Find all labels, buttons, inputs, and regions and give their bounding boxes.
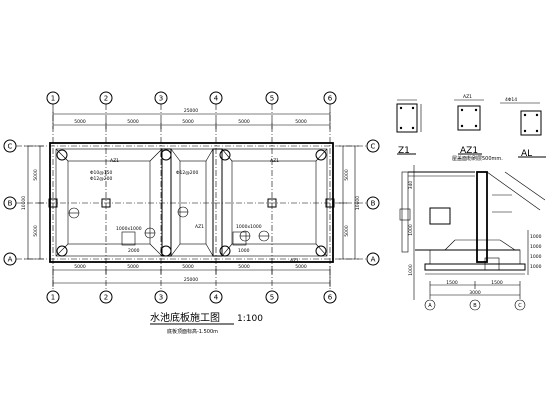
detail-right-dim-2: 1000 — [530, 244, 542, 250]
dimension-bottom: 5000 5000 5000 5000 5000 25000 — [52, 264, 331, 287]
grid-column-bubbles-bottom: 1 2 3 4 5 6 — [46, 290, 337, 304]
grid-label-c-right: C — [371, 143, 376, 151]
dim-span-top-2: 5000 — [127, 119, 139, 125]
detail-left-dim-2: 1000 — [408, 224, 414, 236]
dimension-sides: 5000 5000 10000 5000 5000 10000 — [21, 145, 361, 260]
plan-scale: 1:100 — [237, 314, 263, 324]
grid-label-b-right: B — [371, 200, 376, 208]
grid-label-6: 6 — [328, 95, 333, 103]
grid-label-2-bottom: 2 — [104, 294, 108, 302]
section-label-al: AL — [521, 149, 532, 159]
detail-bottom-dim-1: 1500 — [446, 280, 458, 286]
plan-hole-size-b: 1000x1000 — [236, 224, 262, 230]
plan-label-az1-c: AZ1 — [290, 258, 299, 264]
dim-span-bottom-4: 5000 — [238, 264, 250, 270]
section-label-z1: Z1 — [398, 146, 410, 156]
dim-span-top-5: 5000 — [295, 119, 307, 125]
grid-label-3-bottom: 3 — [159, 294, 163, 302]
plan-title: 水池底板施工图 — [150, 311, 220, 324]
section-z1: Z1 — [396, 99, 422, 156]
dim-span-bottom-3: 5000 — [182, 264, 194, 270]
detail-grid-c: C — [518, 303, 522, 309]
plan-annotations: AZ1 AZ1 AZ1 AZ1 Φ10@150 Φ12@200 Φ12@200 … — [90, 158, 299, 264]
plan-rebar-1: Φ10@150 — [90, 170, 112, 176]
detail-bottom-dim-2: 1500 — [491, 280, 503, 286]
detail-left-dim-1: 340 — [408, 181, 414, 190]
grid-label-3: 3 — [159, 95, 163, 103]
plan-title-block: 水池底板施工图 1:100 底板顶面标高-1.500m — [150, 311, 263, 335]
dim-span-top-3: 5000 — [182, 119, 194, 125]
dim-right-1: 5000 — [344, 169, 350, 181]
grid-column-bubbles-top: 1 2 3 4 5 6 — [46, 91, 337, 105]
column-sections: Z1 AZ1 AZ1 4Φ14 AL — [396, 94, 546, 159]
detail-right-dim-3: 1000 — [530, 254, 542, 260]
dim-total-bottom: 25000 — [184, 277, 198, 283]
plan-rebar-2: Φ12@200 — [90, 176, 112, 182]
dimension-top: 25000 5000 5000 5000 5000 5000 — [52, 108, 331, 129]
corner-columns — [48, 149, 335, 257]
grid-label-a-right: A — [371, 256, 376, 264]
plan-note-1: 2000 — [128, 248, 140, 254]
dim-span-bottom-2: 5000 — [127, 264, 139, 270]
plan-rebar-3: Φ12@200 — [176, 170, 198, 176]
foundation-plan: 1 2 3 4 5 6 25000 5000 5000 5000 5000 50… — [3, 91, 380, 335]
grid-label-2: 2 — [104, 95, 108, 103]
tank-outline — [49, 142, 334, 263]
grid-axes — [16, 104, 367, 290]
detail-grid-a: A — [428, 303, 432, 309]
section-label-az1: AZ1 — [460, 146, 478, 156]
detail-left-dim-3: 1000 — [408, 264, 414, 276]
detail-grid-b: B — [473, 303, 477, 309]
section-az1-top-label: AZ1 — [463, 94, 472, 100]
dim-span-top-1: 5000 — [74, 119, 86, 125]
grid-label-1-bottom: 1 — [51, 294, 55, 302]
grid-label-4-bottom: 4 — [214, 294, 219, 302]
dim-left-2: 5000 — [33, 225, 39, 237]
dim-span-top-4: 5000 — [238, 119, 250, 125]
grid-label-5-bottom: 5 — [270, 294, 274, 302]
detail-right-dim-4: 1000 — [530, 264, 542, 270]
plan-subtitle: 底板顶面标高-1.500m — [167, 328, 218, 335]
plan-note-2: 1000 — [238, 248, 250, 254]
tank-section-detail: 屋盖面粉刷层500mm. 340 1000 1000 1000 1000 100 — [399, 155, 546, 311]
grid-label-a-left: A — [8, 256, 13, 264]
grid-label-c-left: C — [8, 143, 13, 151]
plan-label-az1-d: AZ1 — [195, 224, 204, 230]
grid-label-5: 5 — [270, 95, 274, 103]
dim-span-bottom-1: 5000 — [74, 264, 86, 270]
dim-left-1: 5000 — [33, 169, 39, 181]
detail-right-dim-1: 1000 — [530, 234, 542, 240]
section-al-top-label: 4Φ14 — [505, 97, 517, 103]
section-markers — [68, 206, 270, 242]
dim-total-top: 25000 — [184, 108, 198, 114]
plan-label-az1-b: AZ1 — [270, 158, 279, 164]
detail-bottom-dim-3: 3000 — [469, 290, 481, 296]
grid-label-1: 1 — [51, 95, 55, 103]
section-az1: AZ1 AZ1 — [454, 94, 484, 156]
detail-note: 屋盖面粉刷层500mm. — [452, 155, 503, 162]
section-al: 4Φ14 AL — [500, 97, 546, 159]
dim-span-bottom-5: 5000 — [295, 264, 307, 270]
grid-label-b-left: B — [8, 200, 13, 208]
grid-label-4: 4 — [214, 95, 219, 103]
plan-label-az1-a: AZ1 — [110, 158, 119, 164]
grid-label-6-bottom: 6 — [328, 294, 333, 302]
plan-hole-size-a: 1000x1000 — [116, 226, 142, 232]
dim-right-2: 5000 — [344, 225, 350, 237]
